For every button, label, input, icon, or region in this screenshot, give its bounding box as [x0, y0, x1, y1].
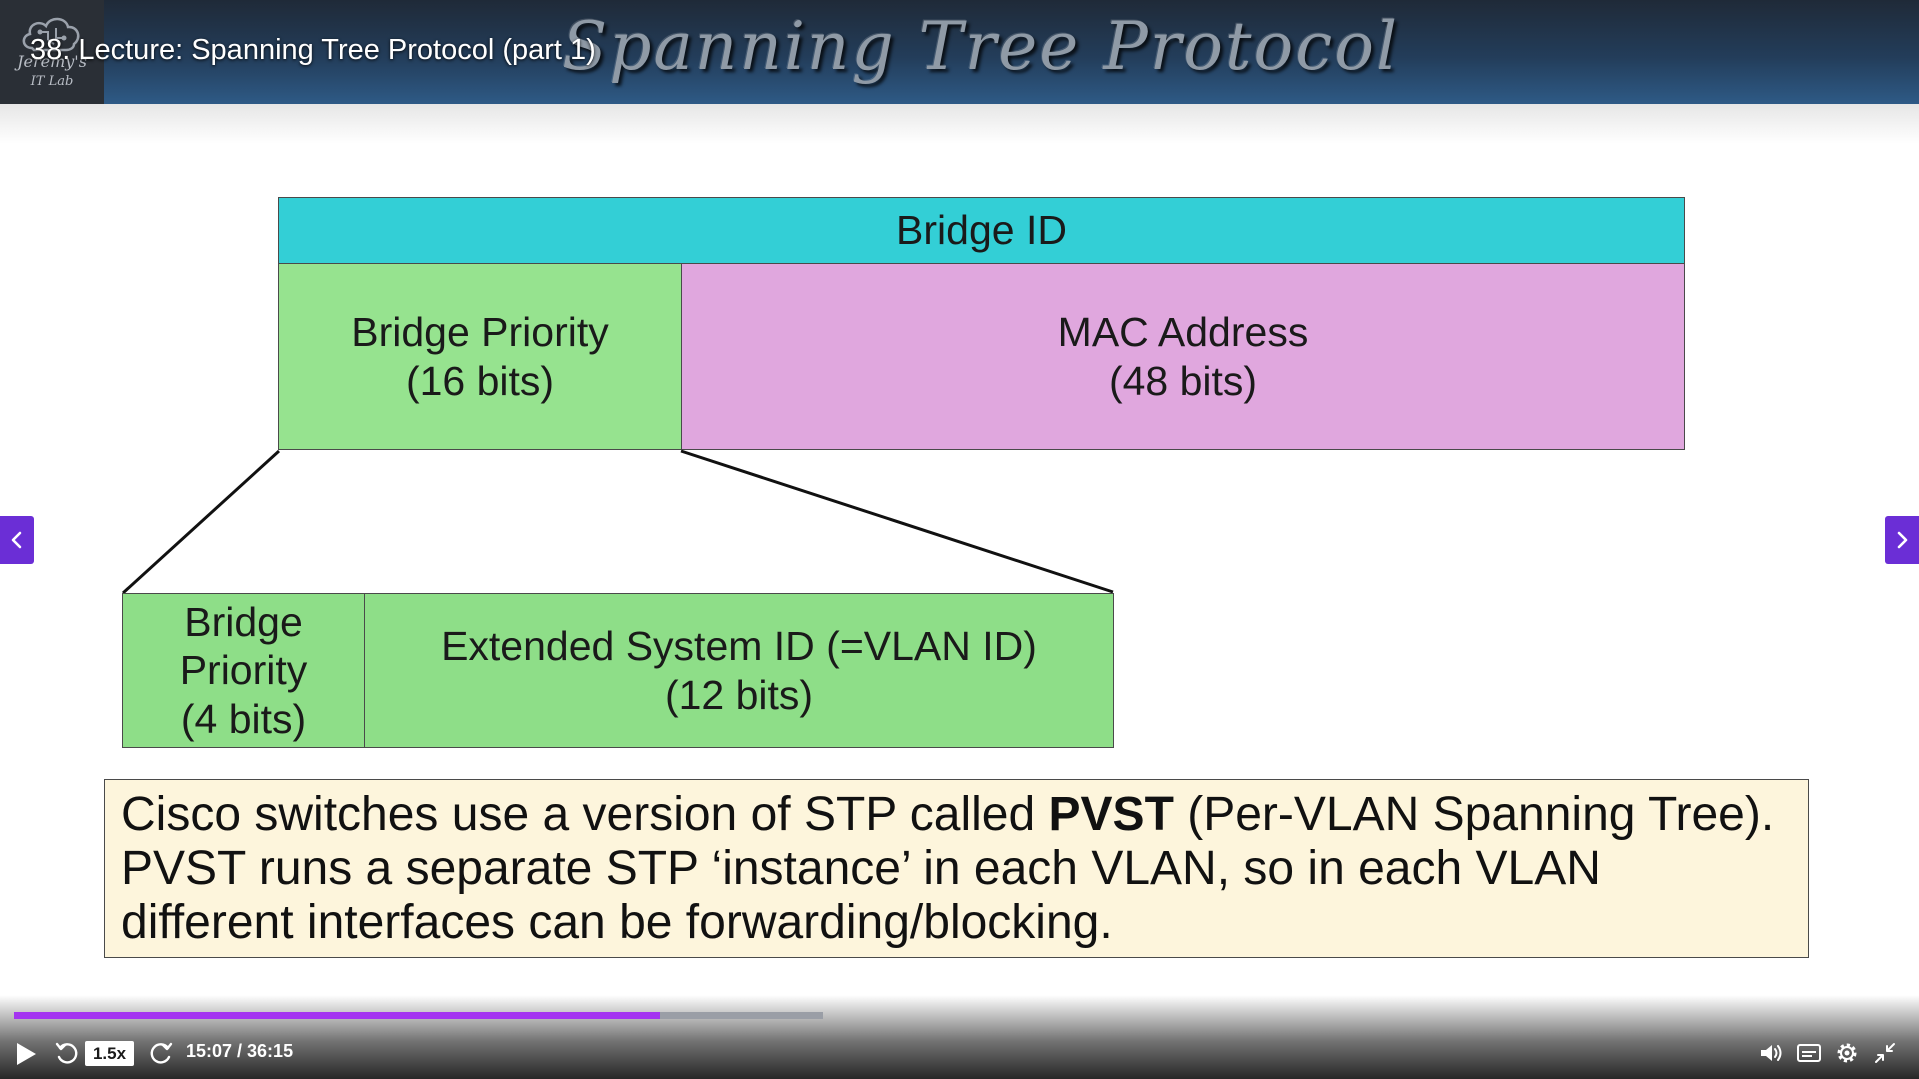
bridge-priority-4-bits: (4 bits) — [180, 695, 307, 742]
extended-system-id-box: Extended System ID (=VLAN ID) (12 bits) — [364, 593, 1114, 748]
bridge-priority-16-box: Bridge Priority (16 bits) — [278, 263, 682, 450]
volume-button[interactable] — [1754, 1036, 1788, 1070]
forward-icon — [150, 1042, 173, 1064]
jeremys-it-lab-logo: Jeremy's IT Lab — [0, 0, 104, 104]
logo-text-lab: IT Lab — [30, 74, 74, 89]
slide-title: Spanning Tree Protocol — [562, 8, 1400, 85]
settings-button[interactable] — [1830, 1036, 1864, 1070]
exit-fullscreen-icon — [1875, 1043, 1895, 1063]
mac-address-box: MAC Address (48 bits) — [681, 263, 1685, 450]
volume-icon — [1761, 1045, 1782, 1061]
mac-address-label: MAC Address — [1057, 309, 1309, 356]
bridge-priority-4-line1: Bridge — [184, 598, 303, 645]
lecture-title: 38. Lecture: Spanning Tree Protocol (par… — [30, 34, 596, 66]
forward-button[interactable] — [144, 1036, 178, 1070]
note-line-3: different interfaces can be forwarding/b… — [121, 896, 1113, 949]
extended-system-id-bits: (12 bits) — [664, 671, 814, 718]
note-text-intro: Cisco switches use a version of STP call… — [121, 788, 1049, 841]
captions-icon — [1797, 1044, 1821, 1062]
rewind-icon — [55, 1042, 78, 1064]
bridge-id-label: Bridge ID — [896, 207, 1067, 254]
extended-system-id-label: Extended System ID (=VLAN ID) — [441, 623, 1037, 670]
exit-fullscreen-button[interactable] — [1868, 1036, 1902, 1070]
next-lecture-button[interactable] — [1885, 516, 1919, 564]
bridge-priority-16-bits: (16 bits) — [405, 357, 555, 404]
logo-text-name: Jeremy's — [17, 52, 87, 71]
previous-lecture-button[interactable] — [0, 516, 34, 564]
chevron-right-icon — [1897, 531, 1908, 549]
rewind-button[interactable] — [50, 1036, 84, 1070]
captions-button[interactable] — [1792, 1036, 1826, 1070]
note-line-1: Cisco switches use a version of STP call… — [121, 788, 1792, 842]
brain-cloud-icon — [22, 17, 80, 52]
progress-bar-fill — [14, 1012, 660, 1019]
bridge-priority-4-line2: Priority — [179, 647, 308, 694]
connector-line-left — [121, 449, 281, 595]
header-divider — [0, 104, 1919, 144]
bridge-id-box: Bridge ID — [278, 197, 1685, 264]
bridge-priority-16-label: Bridge Priority — [351, 309, 609, 356]
player-controls-bar — [0, 995, 1919, 1079]
playback-speed-button[interactable]: 1.5x — [85, 1041, 134, 1066]
pvst-note: Cisco switches use a version of STP call… — [104, 779, 1809, 958]
connector-line-right — [680, 449, 1114, 594]
mac-address-bits: (48 bits) — [1108, 357, 1258, 404]
bridge-priority-4-box: Bridge Priority (4 bits) — [122, 593, 365, 748]
playback-time: 15:07 / 36:15 — [186, 1041, 294, 1061]
note-pvst-term: PVST — [1048, 788, 1174, 841]
play-icon — [17, 1043, 36, 1065]
slide-header: Jeremy's IT Lab Spanning Tree Protocol 3… — [0, 0, 1919, 104]
play-button[interactable] — [10, 1038, 42, 1070]
progress-bar[interactable] — [14, 1012, 823, 1019]
gear-icon — [1837, 1043, 1857, 1063]
note-text-pvst-expansion: (Per-VLAN Spanning Tree). — [1173, 788, 1775, 841]
note-line-2: PVST runs a separate STP ‘instance’ in e… — [121, 842, 1601, 895]
chevron-left-icon — [11, 531, 22, 549]
